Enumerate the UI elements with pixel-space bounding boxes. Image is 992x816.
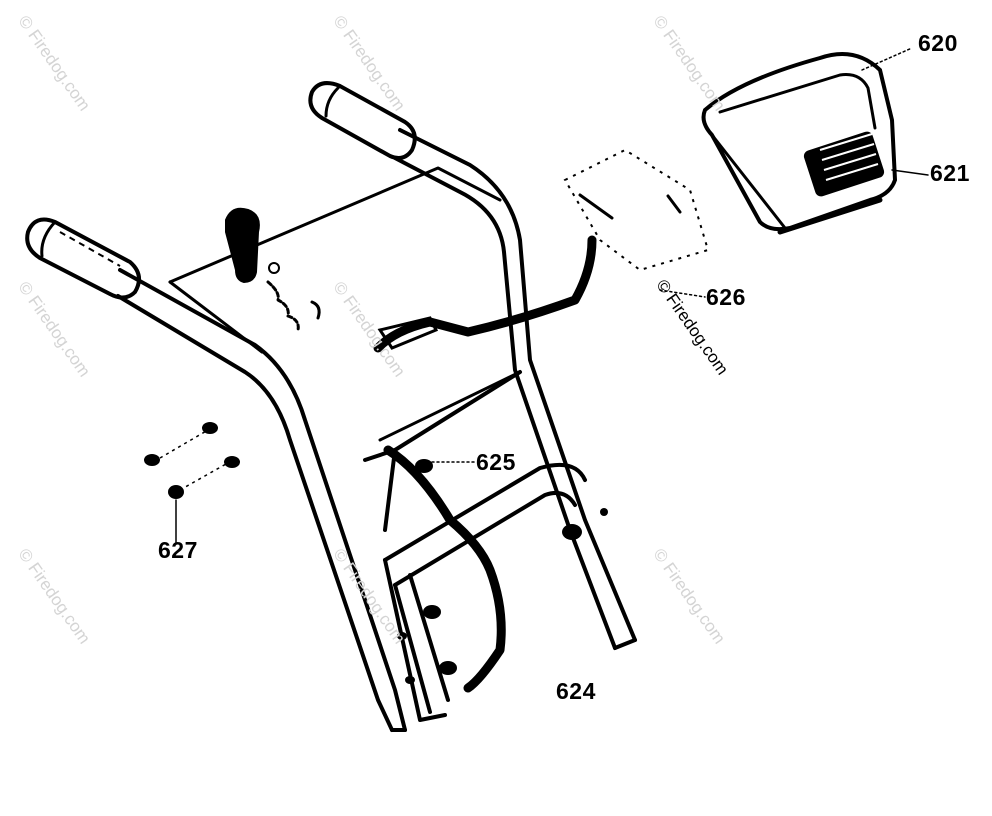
mounting-bracket-outline [563, 148, 710, 272]
part-label-621: 621 [930, 160, 970, 186]
left-grip [25, 217, 141, 300]
right-handle-tube [393, 128, 637, 650]
leader-lines [175, 47, 929, 543]
part-label-626: 626 [706, 284, 746, 310]
hardware-bolts [144, 422, 240, 499]
part-label-625: 625 [476, 449, 516, 475]
right-grip [308, 81, 417, 160]
part-label-620: 620 [918, 30, 958, 56]
left-handle-tube [116, 268, 407, 732]
part-label-624: 624 [556, 678, 596, 704]
headlight-housing [701, 52, 898, 235]
upper-cable [373, 235, 597, 353]
frame-bolts [397, 459, 608, 684]
shift-knob [225, 207, 321, 332]
lower-cable [383, 445, 506, 693]
lower-bracket [363, 370, 587, 722]
part-label-627: 627 [158, 537, 198, 563]
